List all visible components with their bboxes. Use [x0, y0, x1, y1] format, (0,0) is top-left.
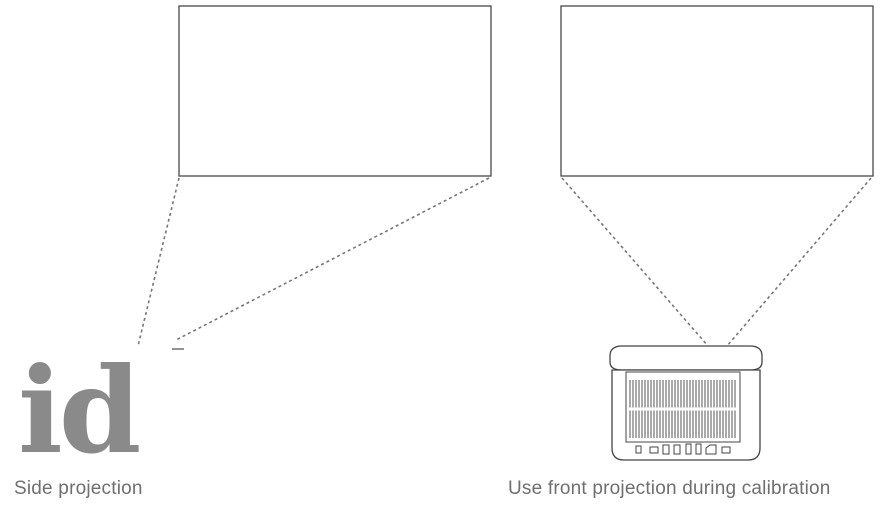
front-projection-beam	[561, 177, 872, 347]
side-projection-beam	[137, 177, 490, 350]
projector-vent-grille	[628, 380, 738, 438]
front-projection-screen	[560, 5, 874, 177]
front-projection-caption: Use front projection during calibration	[508, 478, 831, 499]
id-logo: id	[18, 341, 141, 480]
side-projection-caption: Side projection	[14, 478, 143, 499]
side-projection-screen	[178, 5, 492, 177]
projector-ports	[635, 443, 731, 455]
